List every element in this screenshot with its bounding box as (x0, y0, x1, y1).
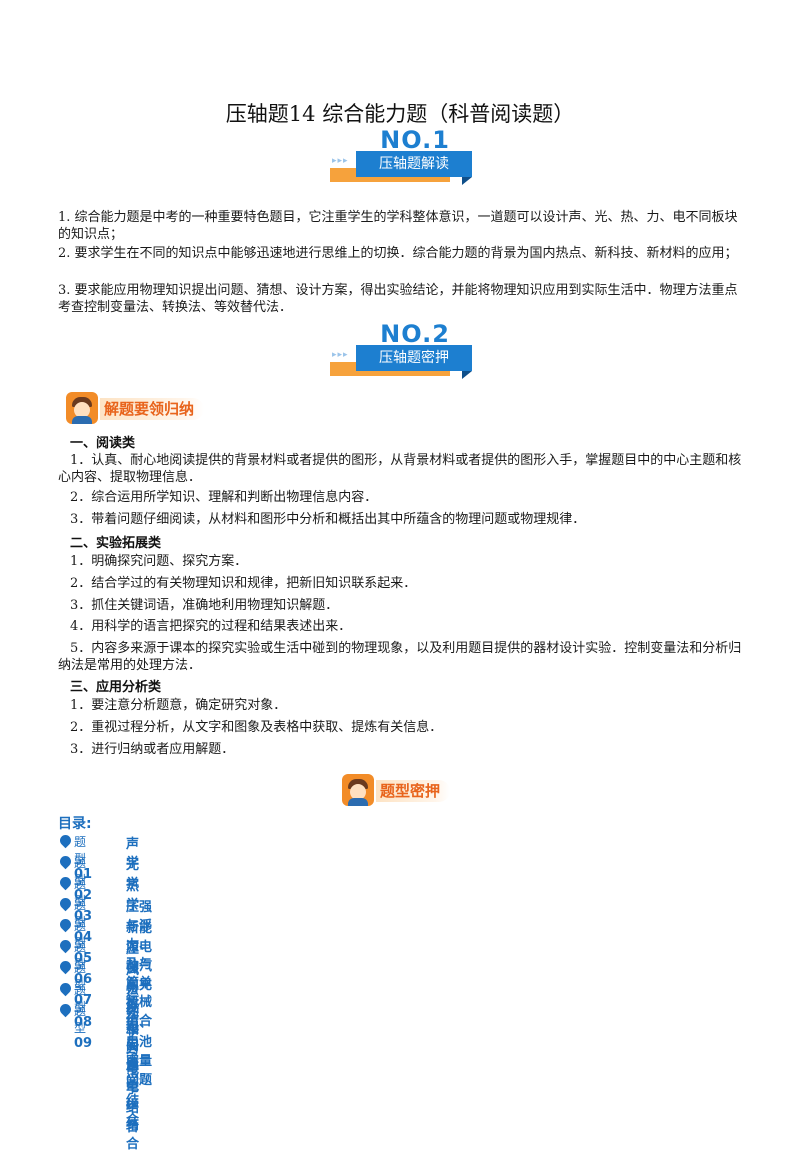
intro-item-2: 2. 要求学生在不同的知识点中能够迅速地进行思维上的切换．综合能力题的背景为国内… (58, 246, 738, 261)
location-pin-icon (57, 832, 74, 849)
arrow-dots-icon: ▸▸▸ (332, 156, 349, 166)
location-pin-icon (57, 895, 74, 912)
section-heading-reading: 一、阅读类 (70, 436, 136, 451)
section-header-tips: 解题要领归纳 (66, 392, 246, 426)
intro-item-1: 1. 综合能力题是中考的一种重要特色题目，它注重学生的学科整体意识，一道题可以设… (58, 210, 738, 242)
location-pin-icon (57, 980, 74, 997)
toc-item-label: 声学 (126, 837, 140, 871)
toc-item-label: 风力发电问题 (126, 963, 140, 1073)
toc-title: 目录: (58, 816, 92, 832)
teacher-avatar-icon (66, 392, 98, 424)
experiment-item-3: 3．抓住关键词语，准确地利用物理知识解题． (70, 598, 339, 613)
badge-fold (462, 177, 472, 185)
location-pin-icon (57, 958, 74, 975)
experiment-item-4: 4．用科学的语言把探究的过程和结果表述出来． (70, 619, 352, 634)
badge-number: NO.1 (380, 126, 450, 154)
badge-number: NO.2 (380, 320, 450, 348)
section-header-types: 题型密押 (342, 774, 482, 808)
experiment-item-5: 5．内容多来源于课本的探究实验或生活中碰到的物理现象，以及利用题目提供的器材设计… (58, 641, 742, 673)
badge-no2: NO.2 压轴题密押 ▸▸▸ (330, 320, 490, 380)
location-pin-icon (57, 916, 74, 933)
experiment-item-1: 1．明确探究问题、探究方案． (70, 554, 248, 569)
reading-item-1: 1．认真、耐心地阅读提供的背景材料或者提供的图形，从背景材料或者提供的图形入手，… (58, 453, 742, 485)
teacher-avatar-icon (342, 774, 374, 806)
toc-item-label: 压强与浮力与电学结合 (126, 942, 140, 1128)
badge-label: 压轴题密押 (356, 345, 472, 371)
badge-no1: NO.1 压轴题解读 ▸▸▸ (330, 126, 490, 186)
experiment-item-2: 2．结合学过的有关物理知识和规律，把新旧知识联系起来． (70, 576, 417, 591)
reading-item-2: 2．综合运用所学知识、理解和判断出物理信息内容． (70, 490, 378, 505)
toc-item-label: 光学 (126, 858, 140, 892)
toc-item-label: 光学与电学结合 (126, 1006, 140, 1135)
section-header-label: 解题要领归纳 (100, 398, 205, 420)
location-pin-icon (57, 874, 74, 891)
section-header-label: 题型密押 (376, 780, 451, 802)
application-item-2: 2．重视过程分析，从文字和图象及表格中获取、提炼有关信息． (70, 720, 443, 735)
toc-item-label: 新能源电动汽车充放电、电池容量问题 (126, 921, 153, 1088)
toc-item-label: 压强与浮力、及与简单机械结合 (126, 900, 153, 1029)
location-pin-icon (57, 937, 74, 954)
application-item-1: 1．要注意分析题意，确定研究对象． (70, 698, 287, 713)
section-heading-experiment: 二、实验拓展类 (70, 536, 162, 551)
badge-fold (462, 371, 472, 379)
application-item-3: 3．进行归纳或者应用解题． (70, 742, 235, 757)
reading-item-3: 3．带着问题仔细阅读，从材料和图形中分析和概括出其中所蕴含的物理问题或物理规律． (70, 512, 586, 527)
page-title: 压轴题14 综合能力题（科普阅读题） (225, 102, 575, 126)
section-heading-application: 三、应用分析类 (70, 680, 162, 695)
intro-item-3: 3. 要求能应用物理知识提出问题、猜想、设计方案，得出实验结论，并能将物理知识应… (58, 283, 738, 315)
toc-item-label: 运动和力与电学结合 (126, 985, 140, 1152)
arrow-dots-icon: ▸▸▸ (332, 350, 349, 360)
toc-item-label: 热学 (126, 879, 140, 913)
badge-label: 压轴题解读 (356, 151, 472, 177)
location-pin-icon (57, 853, 74, 870)
location-pin-icon (57, 1001, 74, 1018)
